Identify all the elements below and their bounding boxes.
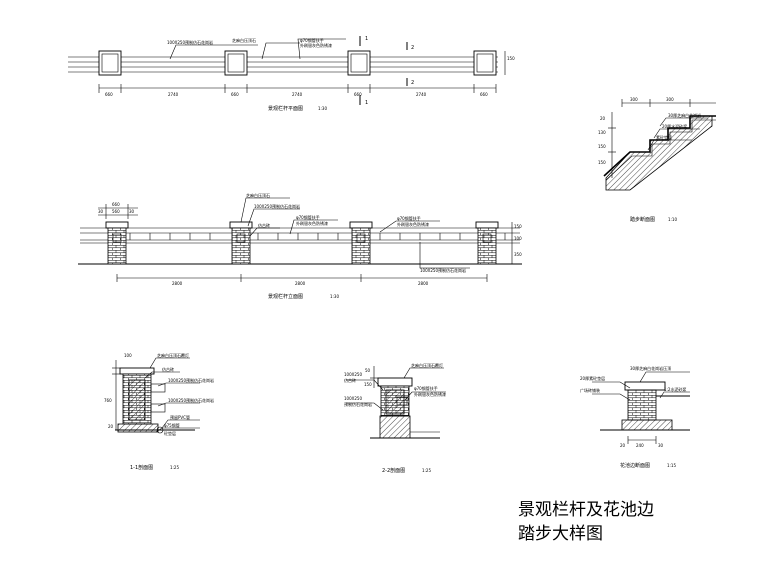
elevation-baluster-row: [129, 233, 506, 240]
elevation-label-face: 仿古砖: [258, 222, 270, 228]
elevation-dim-bottom: 2800: [172, 281, 183, 286]
sec22-label-panel-note: 仿古砖: [344, 377, 356, 383]
sec22-title: 2-2剖面图: [382, 467, 405, 474]
sec11-label-face: 仿古砖: [162, 366, 174, 372]
elevation-dim-top: 30: [129, 209, 135, 214]
plan-view: 100X250预制仿石花岗岩 芝麻白压顶石 φ70钢管扶手 外刷银灰色防锈漆 1…: [68, 36, 515, 112]
step-dim-side: 150: [598, 144, 606, 149]
plan-label-cap: 芝麻白压顶石: [232, 37, 256, 43]
sec22-dim: 50: [365, 368, 371, 373]
elevation-label-pipe-note: 外刷银灰色防锈漆: [397, 221, 429, 227]
sec11-dim: 100: [124, 353, 132, 358]
plan-title: 景观栏杆平面图: [268, 105, 303, 112]
sec22-label-rail-note: 预制仿石花岗岩: [344, 401, 372, 407]
sec11-label-pvc: 预留PVC管: [170, 414, 190, 420]
elevation-label-panel: 100X250预制仿石花岗岩: [254, 203, 300, 209]
plan-dim: 660: [231, 92, 239, 97]
bed-title: 花池边断面图: [620, 462, 650, 469]
sec11-label-cap: 芝麻白压顶石覆灯: [157, 352, 189, 358]
sec11-label-pipe: φ75钢管: [164, 422, 180, 428]
elevation-pillar: [349, 221, 373, 265]
step-section-view: 300 300 20 130 150 150 30厚芝麻白花岗岩 20厚水泥砂浆…: [598, 97, 716, 223]
bed-dim: 30: [658, 443, 664, 448]
plan-label-pipe-note: 外刷银灰色防锈漆: [300, 42, 332, 48]
sec22-label-panel: 100X250: [344, 372, 362, 377]
plan-section-mark: 2: [411, 45, 414, 51]
sec22-dim: 150: [364, 382, 372, 387]
section-2-2-view: 50 150 芝麻白压顶石覆灯 100X250 仿古砖 φ70钢管扶手 外刷银灰…: [344, 362, 446, 474]
elevation-dim-bottom: 2800: [295, 281, 306, 286]
step-dim-top: 300: [666, 97, 674, 102]
plan-scale: 1:30: [318, 106, 327, 111]
elevation-label-pipe-note: 外刷银灰色防锈漆: [296, 220, 328, 226]
sec22-label-pipe-note: 外刷银灰色防锈漆: [414, 391, 446, 397]
elevation-side-dim: 150: [514, 224, 522, 229]
bed-scale: 1:15: [667, 463, 676, 468]
elevation-dim-bottom: 2800: [418, 281, 429, 286]
plan-pillar: [347, 50, 371, 76]
bed-label-fill: 1:2水泥砂浆: [664, 386, 686, 392]
sec11-label-base: 砼垫层: [164, 430, 176, 436]
elevation-dim-top: 560: [112, 209, 120, 214]
bed-label-face: 广场砖铺装: [580, 387, 600, 393]
elevation-view: 芝麻白压顶石 100X250预制仿石花岗岩 仿古砖 φ70钢管扶手 外刷银灰色防…: [78, 192, 522, 300]
elevation-title: 景观栏杆立面图: [268, 293, 303, 300]
plan-section-mark: 1: [365, 100, 368, 106]
elevation-dim-top: 30: [98, 209, 104, 214]
step-dim-top: 300: [630, 97, 638, 102]
bed-label-top: 30厚芝麻白花岗岩压顶: [630, 365, 671, 371]
elevation-side-dim: 100: [514, 236, 522, 241]
step-dim-side: 130: [598, 130, 606, 135]
sec11-dim: 760: [104, 398, 112, 403]
elevation-label-pipe: φ70钢管扶手: [296, 214, 320, 220]
elevation-pillar: [105, 221, 129, 265]
sec22-label-rail: 100X250: [344, 396, 362, 401]
plan-side-dim: 150: [507, 56, 515, 61]
step-label-mortar: 20厚水泥砂浆: [662, 123, 687, 129]
step-label-finish: 30厚芝麻白花岗岩: [668, 112, 701, 118]
plan-dim: 660: [354, 92, 362, 97]
elevation-dim-top: 660: [112, 202, 120, 207]
elevation-label-pipe: φ70钢管扶手: [397, 215, 421, 221]
plan-label-pipe: φ70钢管扶手: [300, 37, 324, 43]
bed-dim: 240: [636, 443, 644, 448]
plan-section-mark: 1: [365, 36, 368, 42]
plan-section-mark: 2: [411, 80, 414, 86]
sec11-label-rail: 100X250预制仿石花岗岩: [168, 397, 214, 403]
plan-pillar: [98, 50, 122, 76]
step-title: 踏步断面图: [630, 216, 655, 223]
sheet-title-line2: 踏步大样图: [518, 524, 603, 544]
elevation-pillar: [229, 221, 253, 265]
sheet-title-line1: 景观栏杆及花池边: [518, 500, 654, 520]
sec11-dim: 20: [108, 424, 114, 429]
step-label-concrete: 素砼垫层: [656, 134, 672, 140]
plan-dim: 2740: [416, 92, 427, 97]
sec22-label-pipe: φ70钢管扶手: [414, 385, 438, 391]
step-dim-side: 20: [600, 116, 606, 121]
plan-pillar: [473, 50, 497, 76]
sec22-label-cap: 芝麻白压顶石覆灯: [411, 362, 443, 368]
elevation-side-dim: 350: [514, 252, 522, 257]
elevation-label-bottom: 100X250预制仿石花岗岩: [420, 267, 466, 273]
sec22-scale: 1:25: [422, 468, 431, 473]
plan-dim: 2740: [168, 92, 179, 97]
sec11-scale: 1:25: [170, 465, 179, 470]
plan-dim: 660: [105, 92, 113, 97]
sec11-label-rail: 100X250预制仿石花岗岩: [168, 377, 214, 383]
elevation-label-cap: 芝麻白压顶石: [246, 192, 270, 198]
plan-dim: 2740: [292, 92, 303, 97]
step-dim-side: 150: [598, 160, 606, 165]
section-1-1-view: 100 760 20 芝麻白压顶石覆灯 仿古砖 100X250预制仿石花岗岩 1…: [104, 352, 214, 471]
elevation-pillar: [475, 221, 499, 265]
plan-pillar: [224, 50, 248, 76]
plan-label-rail: 100X250预制仿石花岗岩: [167, 39, 213, 45]
bed-label-wall: 20厚素砼垫层: [580, 375, 605, 381]
step-scale: 1:10: [668, 217, 677, 222]
sec11-title: 1-1剖面图: [130, 464, 153, 471]
bed-dim: 20: [620, 443, 626, 448]
flower-bed-section-view: 30厚芝麻白花岗岩压顶 20厚素砼垫层 广场砖铺装 1:2水泥砂浆 20 240…: [580, 365, 690, 469]
plan-dim: 660: [480, 92, 488, 97]
elevation-scale: 1:30: [330, 294, 339, 299]
